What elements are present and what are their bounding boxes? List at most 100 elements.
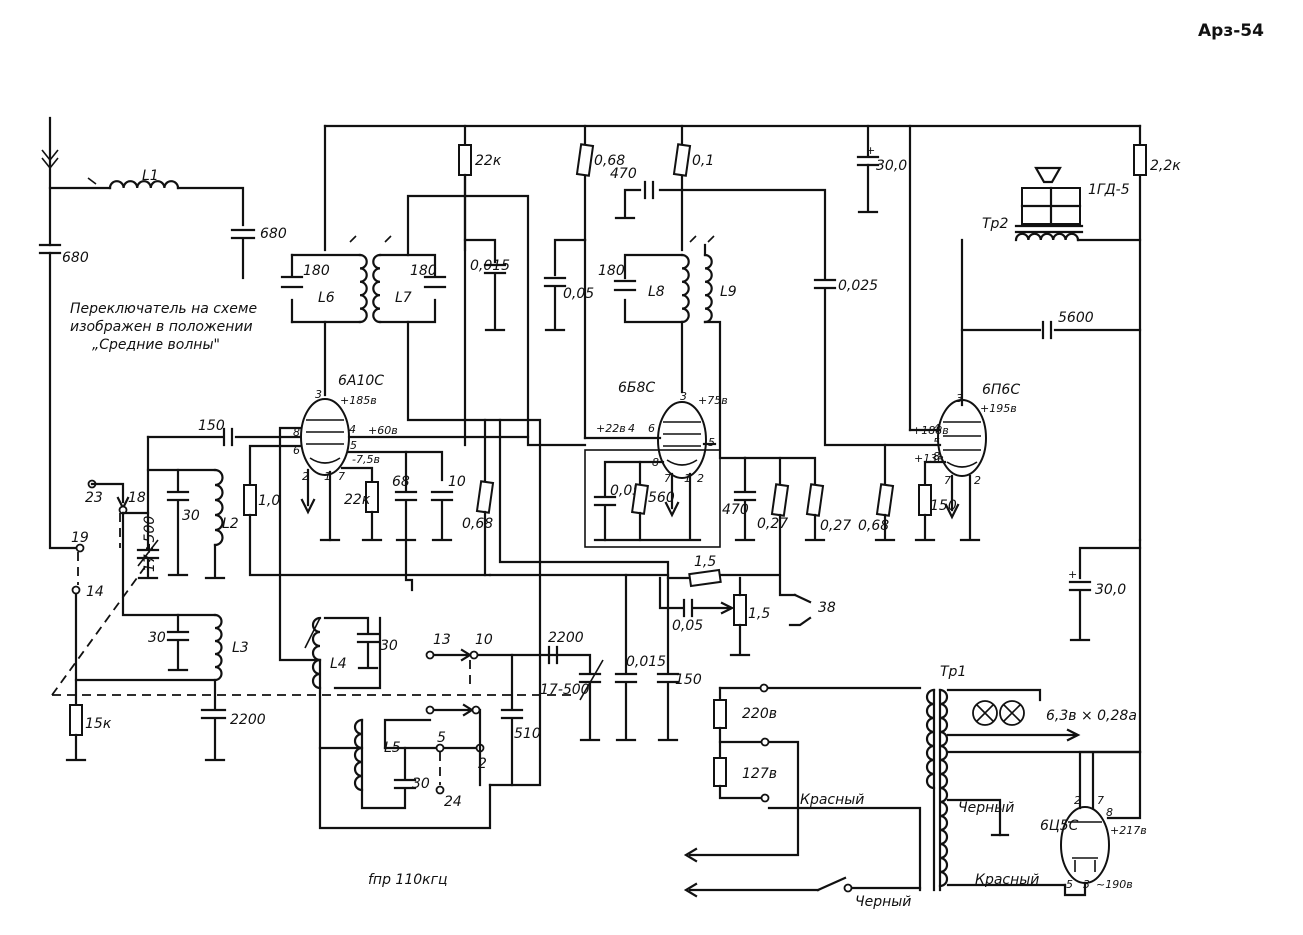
l9-inductor-coil (703, 253, 713, 324)
svg-text:8: 8 (293, 426, 300, 439)
c68-label: 68 (392, 474, 410, 490)
svg-text:2: 2 (974, 474, 981, 487)
tube-6a10s-name: 6А10С (338, 373, 384, 389)
c150b-label: 150 (675, 672, 702, 688)
c180-l8-label: 180 (598, 263, 625, 279)
svg-text:5: 5 (933, 436, 940, 449)
svg-text:7: 7 (944, 474, 951, 487)
svg-text:2: 2 (1074, 794, 1081, 807)
r068-mid: 0,68 (462, 418, 542, 787)
tube1-bypass: 22к 68 10 (319, 450, 466, 592)
c0025-label: 0,025 (838, 278, 878, 294)
mains-220-label: 220в (742, 706, 777, 722)
r15k-label: 15к (85, 716, 112, 732)
l4-inductor-coil (311, 616, 322, 690)
svg-text:3: 3 (315, 388, 322, 401)
volume-control: 1,5 1,5 0,05 38 (488, 418, 836, 657)
tr2-label: Тр2 (982, 216, 1008, 232)
c180-l7-label: 180 (410, 263, 437, 279)
speaker-label: 1ГД-5 (1088, 182, 1130, 198)
output-stage: 1ГД-5 Тр2 5600 2,2к (960, 144, 1181, 542)
svg-text:8: 8 (933, 450, 940, 463)
contact-19-label: 19 (71, 530, 89, 546)
svg-text:7: 7 (1097, 794, 1104, 807)
svg-text:4: 4 (628, 422, 635, 435)
l5-inductor-coil (353, 718, 364, 792)
c2200b-label: 2200 (548, 630, 584, 646)
svg-text:3: 3 (680, 390, 687, 403)
svg-text:4: 4 (349, 423, 356, 436)
tube-6b8s-name: 6Б8С (618, 380, 655, 396)
if-frequency-label: fпр 110кгц (368, 872, 447, 888)
jack-38-label: 38 (818, 600, 836, 616)
tube-6a10s-volt: +185в (340, 394, 377, 407)
svg-text:+: + (1068, 568, 1077, 581)
svg-text:22к: 22к (475, 153, 502, 169)
r22k-mid-label: 22к (344, 492, 371, 508)
svg-text:150: 150 (198, 418, 225, 434)
wire-red-1-label: Красный (800, 792, 864, 808)
if-transformer-2: 180 L8 L9 (598, 235, 747, 460)
band-switch-input: 23 18 19 14 15к 17÷500 30 L2 30 L3 2200 (51, 468, 266, 762)
contact-18-label: 18 (128, 490, 146, 506)
r01-and-c470: 0,1 470 0,025 (610, 143, 887, 487)
c005-top-label: 0,05 (563, 286, 594, 302)
l9-label: L9 (720, 284, 737, 300)
c0015b-label: 0,015 (626, 654, 666, 670)
svg-text:7: 7 (338, 470, 345, 483)
svg-text:5: 5 (708, 436, 715, 449)
l2-label: L2 (222, 516, 239, 532)
svg-text:1,0: 1,0 (258, 493, 280, 509)
c30a-label: 30 (182, 508, 200, 524)
l7-label: L7 (395, 290, 412, 306)
tube-6c5s: 6Ц5С +217в 2 7 8 5 3 ~190в (1040, 538, 1147, 897)
svg-text:0,68: 0,68 (462, 516, 493, 532)
c005-mid-label: 0,05 (610, 483, 641, 499)
c0015a-label: 0,015 (470, 258, 510, 274)
l6-label: L6 (318, 290, 335, 306)
contact-2-label: 2 (478, 756, 487, 772)
svg-text:6: 6 (648, 422, 655, 435)
contact-13-label: 13 (433, 632, 451, 648)
r027b-label: 0,27 (820, 518, 851, 534)
svg-text:+22в: +22в (596, 422, 626, 435)
c470-mid-label: 470 (722, 502, 749, 518)
c30b-label: 30 (148, 630, 166, 646)
wire-black-2-label: Черный (958, 800, 1014, 816)
schematic-title: Арз-54 (1198, 21, 1264, 41)
r068-top: 0,68 0,05 (543, 143, 625, 440)
c180-l6-label: 180 (303, 263, 330, 279)
tube-6p6s-name: 6П6С (982, 382, 1020, 398)
lamps-label: 6,3в × 0,28а (1046, 708, 1137, 724)
c10-label: 10 (448, 474, 466, 490)
note-line-2: изображен в положении (70, 319, 253, 335)
c470-top-label: 470 (610, 166, 637, 182)
contact-10-label: 10 (475, 632, 493, 648)
svg-text:5: 5 (1066, 878, 1073, 891)
tube-6p6s: 6П6С +195в 3 4 5 8 7 2 +188в +13в 0,68 1… (858, 382, 1020, 542)
c680-l1-label: 680 (260, 226, 287, 242)
svg-text:1: 1 (324, 470, 331, 483)
r068-c-label: 0,68 (858, 518, 889, 534)
r027a-label: 0,27 (757, 516, 788, 532)
c150-grid: 150 (146, 418, 302, 532)
svg-text:0,1: 0,1 (692, 153, 714, 169)
svg-text:1: 1 (684, 472, 691, 485)
c30-top: 30,0 + (856, 144, 907, 214)
svg-text:+: + (866, 144, 875, 157)
r10: 1,0 (243, 484, 492, 577)
l6-inductor-coil (358, 253, 368, 324)
tube-6p6s-volt: +195в (980, 402, 1017, 415)
contact-23-label: 23 (85, 490, 103, 506)
if-transformer-1: 180 L6 180 L7 (280, 194, 587, 447)
l1-label: L1 (142, 168, 159, 184)
contact-14-label: 14 (86, 584, 104, 600)
svg-text:6: 6 (293, 444, 300, 457)
tr2-primary-coil (1014, 232, 1080, 242)
l8-inductor-coil (680, 253, 690, 324)
c30-ps: 30,0 + (1068, 546, 1142, 642)
svg-text:-7,5в: -7,5в (352, 453, 380, 466)
svg-text:30,0: 30,0 (876, 158, 907, 174)
l8-label: L8 (648, 284, 665, 300)
switch-note: Переключатель на схеме изображен в полож… (70, 301, 257, 353)
